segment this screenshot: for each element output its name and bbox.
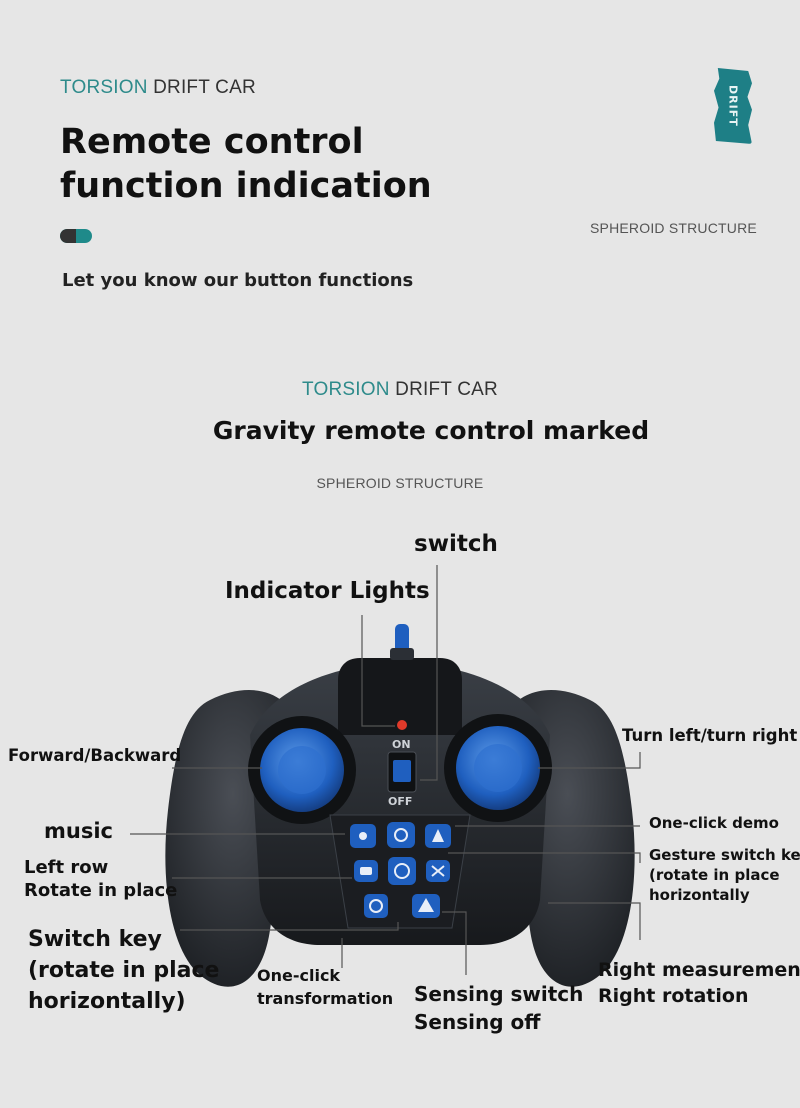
brand-accent-2: TORSION (302, 379, 390, 400)
left-row-line-2: Rotate in place (24, 879, 178, 901)
brand-accent: TORSION (60, 77, 148, 98)
label-turn: Turn left/turn right (622, 726, 798, 745)
sensing-line-1: Sensing switch (414, 982, 584, 1006)
label-indicator-lights: Indicator Lights (225, 578, 430, 604)
label-gesture: Gesture switch key (rotate in place hori… (649, 845, 800, 905)
label-forward-backward: Forward/Backward (8, 746, 182, 765)
label-music: music (44, 819, 113, 843)
logo-text: DRIFT (726, 85, 740, 127)
switch-key-line-2: (rotate in place (28, 958, 220, 983)
leader-lines (130, 565, 641, 975)
toggle-decoration (60, 229, 92, 243)
transform-line-1: One-click (257, 966, 341, 985)
brand-rest-2: DRIFT CAR (389, 379, 498, 400)
subtitle-top: SPHEROID STRUCTURE (590, 220, 757, 236)
drift-logo: DRIFT (714, 68, 752, 144)
label-left-row: Left row Rotate in place (24, 857, 177, 902)
switch-key-line-3: horizontally) (28, 989, 186, 1014)
title-line-2: function indication (60, 166, 432, 206)
sensing-line-2: Sensing off (414, 1010, 541, 1034)
transform-line-2: transformation (257, 989, 394, 1008)
center-button (388, 857, 416, 885)
right-meas-line-2: Right rotation (598, 985, 749, 1007)
label-right-measurement: Right measurement Right rotation (598, 957, 800, 1009)
tagline: Let you know our button functions (62, 270, 414, 291)
top-panel (338, 658, 462, 735)
demo-button (387, 822, 415, 848)
section-heading: Gravity remote control marked (212, 416, 650, 445)
brand-rest: DRIFT CAR (147, 77, 256, 98)
on-label: ON (392, 738, 411, 751)
subtitle-mid: SPHEROID STRUCTURE (316, 475, 484, 491)
label-one-click-transformation: One-click transformation (257, 964, 393, 1010)
label-sensing: Sensing switch Sensing off (414, 980, 583, 1036)
gesture-line-1: Gesture switch key (649, 846, 800, 864)
label-one-click-demo: One-click demo (649, 814, 779, 832)
brand-header: TORSION DRIFT CAR (60, 77, 256, 99)
right-meas-line-1: Right measurement (598, 959, 800, 981)
off-label: OFF (388, 795, 412, 808)
brand-header-2: TORSION DRIFT CAR (0, 379, 800, 401)
indicator-light (397, 720, 407, 730)
label-switch-key: Switch key (rotate in place horizontally… (28, 924, 219, 1017)
title-line-1: Remote control (60, 122, 364, 162)
gesture-line-2: (rotate in place (649, 866, 780, 884)
switch-key-button (364, 894, 388, 918)
left-row-line-1: Left row (24, 857, 109, 878)
label-switch: switch (414, 531, 498, 557)
page-title: Remote control function indication (60, 120, 432, 208)
gesture-line-3: horizontally (649, 886, 750, 904)
switch-key-line-1: Switch key (28, 927, 162, 952)
